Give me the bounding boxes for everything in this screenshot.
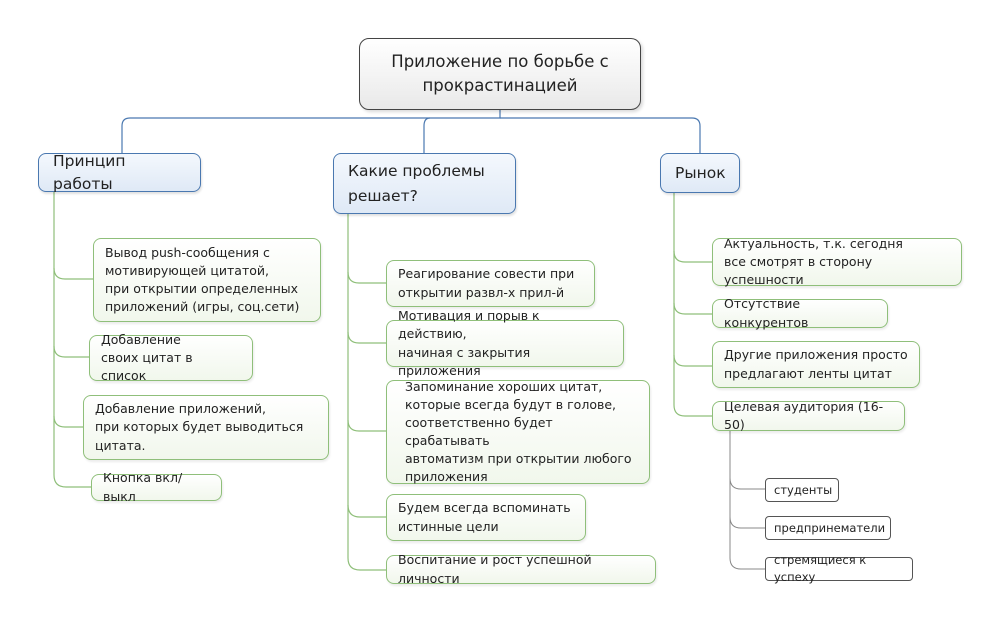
- branch-market[interactable]: Рынок: [660, 153, 740, 193]
- leaf-relevance[interactable]: Актуальность, т.к. сегодня все смотрят в…: [712, 236, 962, 287]
- leaf-memorize-quotes[interactable]: Запоминание хороших цитат, которые всегд…: [386, 379, 650, 484]
- leaf-conscience[interactable]: Реагирование совести при открытии развл-…: [386, 260, 595, 307]
- leaf-toggle-button[interactable]: Кнопка вкл/выкл: [91, 470, 222, 504]
- audience-entrepreneurs[interactable]: предпринематели: [765, 516, 891, 540]
- leaf-personal-growth[interactable]: Воспитание и рост успешной личности: [386, 552, 656, 586]
- leaf-remember-goals[interactable]: Будем всегда вспоминать истинные цели: [386, 494, 586, 541]
- branch-problems-solved[interactable]: Какие проблемы решает?: [333, 153, 516, 214]
- audience-students[interactable]: студенты: [765, 478, 839, 502]
- leaf-motivation[interactable]: Мотивация и порыв к действию, начиная с …: [386, 308, 624, 378]
- leaf-target-audience[interactable]: Целевая аудитория (16-50): [712, 399, 905, 432]
- root-topic[interactable]: Приложение по борьбе с прокрастинацией: [359, 38, 641, 110]
- leaf-no-competitors[interactable]: Отсутствие конкурентов: [712, 296, 888, 330]
- leaf-add-apps[interactable]: Добавление приложений, при которых будет…: [83, 395, 329, 460]
- leaf-add-quotes[interactable]: Добавление своих цитат в список: [89, 332, 253, 383]
- leaf-push-notification[interactable]: Вывод push-сообщения с мотивирующей цита…: [93, 238, 321, 322]
- leaf-other-apps[interactable]: Другие приложения просто предлагают лент…: [712, 341, 920, 388]
- audience-success-seekers[interactable]: стремящиеся к успеху: [765, 553, 913, 584]
- branch-how-it-works[interactable]: Принцип работы: [38, 152, 201, 193]
